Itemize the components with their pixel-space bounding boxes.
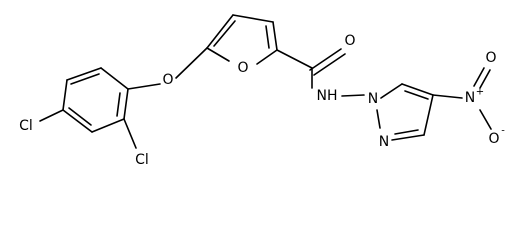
nitro-nitrogen-label: N — [465, 90, 475, 106]
chloro-bonds — [39, 109, 137, 149]
ether-oxygen-label: O — [162, 72, 173, 88]
chlorine-atom-label: Cl — [19, 118, 33, 134]
nitro-bonds — [432, 67, 492, 130]
structure-drawing: Cl Cl O O O NH N N N + O O - — [19, 14, 505, 168]
pyrazole-ring — [376, 83, 434, 141]
dichlorophenyl-ring — [62, 67, 129, 133]
furan-oxygen-label: O — [237, 60, 248, 76]
nitro-positive-charge: + — [476, 87, 484, 98]
nitro-oxygen-label: O — [488, 131, 499, 147]
nitro-negative-charge: - — [501, 126, 505, 137]
chlorine-atom-label: Cl — [135, 152, 149, 168]
amide-nh-label: NH — [317, 88, 338, 104]
carbonyl-oxygen-label: O — [344, 33, 355, 49]
pyrazole-n1-label: N — [368, 91, 378, 107]
nitro-oxygen-label: O — [485, 50, 496, 66]
furan-ring — [206, 14, 278, 65]
pyrazole-n2-label: N — [379, 134, 389, 150]
molecule-diagram: Cl Cl O O O NH N N N + O O - — [19, 14, 505, 168]
amide-group — [276, 48, 365, 97]
ether-linkage — [127, 47, 208, 90]
